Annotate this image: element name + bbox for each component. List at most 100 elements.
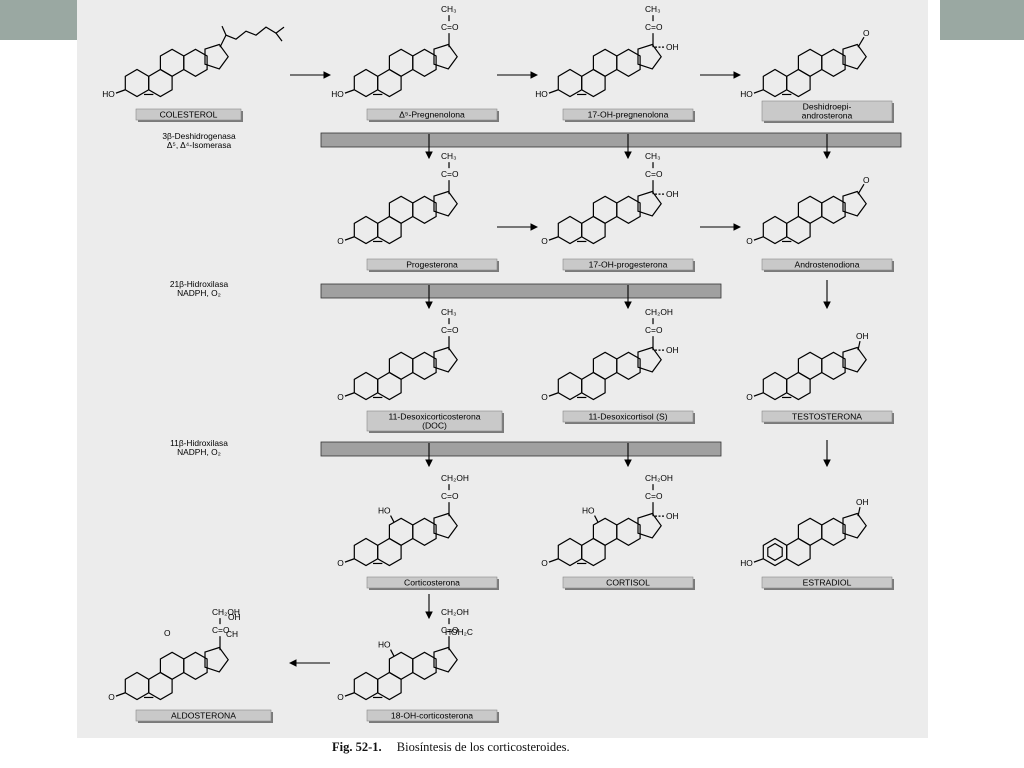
- corner-accent-left: [0, 0, 77, 40]
- carbonyl-label: C=O: [645, 169, 663, 179]
- keto-label: O: [337, 692, 344, 702]
- enzyme-name: 11β-Hidroxilasa: [170, 438, 228, 448]
- hydroxycorticosterone-structure: O C=O CH₂OH HO: [337, 607, 469, 702]
- carbonyl-label: C=O: [212, 625, 230, 635]
- hydroxyl-label: HO: [102, 89, 115, 99]
- aldosterone-bridge-o-label: O: [164, 628, 171, 638]
- carbonyl-label: C=O: [645, 325, 663, 335]
- side-chain-label: CH₂OH: [212, 607, 240, 617]
- carbonyl-label: C=O: [645, 22, 663, 32]
- carbonyl-label: C=O: [441, 625, 459, 635]
- enzyme-cofactor: NADPH, O₂: [177, 447, 221, 457]
- hydroxyl-label: HO: [740, 89, 753, 99]
- compound-name: Progesterona: [406, 260, 458, 270]
- hydroxyl-17-label: OH: [666, 189, 679, 199]
- keto-label: O: [541, 558, 548, 568]
- hydroxyl-11-label: HO: [378, 640, 391, 650]
- hydroxyl-label: HO: [331, 89, 344, 99]
- enzyme-cofactor: NADPH, O₂: [177, 288, 221, 298]
- compound-name-line2: (DOC): [422, 421, 447, 431]
- compound-label: ESTRADIOL: [761, 576, 894, 590]
- side-chain-label: CH₂OH: [441, 607, 469, 617]
- compound-label: TESTOSTERONA: [761, 410, 894, 424]
- compound-name: Deshidroepi-: [803, 102, 852, 112]
- compound-name: ALDOSTERONA: [171, 711, 236, 721]
- pregnenolone-structure: HO C=O CH₃: [331, 4, 459, 99]
- doc-structure: O C=O CH₃: [337, 307, 459, 402]
- progesterone-structure: O C=O CH₃: [337, 151, 459, 246]
- compound-name: 11-Desoxicorticosterona: [388, 412, 480, 422]
- carbonyl-label: C=O: [441, 491, 459, 501]
- compound-name: CORTISOL: [606, 578, 650, 588]
- carbonyl-label: C=O: [441, 325, 459, 335]
- keto-label: O: [541, 392, 548, 402]
- compound-label: Deshidroepi-androsterona: [761, 100, 894, 123]
- compound-label: ALDOSTERONA: [135, 709, 273, 723]
- carbonyl-label: C=O: [441, 169, 459, 179]
- keto-label: O: [108, 692, 115, 702]
- figure-title: Biosíntesis de los corticosteroides.: [396, 740, 570, 754]
- hydroxyl-17-label: OH: [666, 511, 679, 521]
- cholesterol-structure: HO: [102, 25, 285, 99]
- hydroxyprogesterone-structure: O C=O CH₃ OH: [541, 151, 678, 246]
- side-chain-label: CH₃: [441, 307, 457, 317]
- cortisol-structure: O C=O CH₂OH OH HO: [541, 473, 678, 568]
- hydroxyl-label: OH: [856, 497, 869, 507]
- side-chain-label: CH₂OH: [441, 473, 469, 483]
- compound-label: Androstenodiona: [761, 258, 894, 272]
- hydroxyl-11-label: HO: [582, 506, 595, 516]
- side-chain-label: CH₃: [645, 4, 661, 14]
- compound-name: Androstenodiona: [795, 260, 860, 270]
- enzyme-bar-3: [320, 441, 722, 457]
- corner-accent-right: [940, 0, 1024, 40]
- side-chain-label: CH₂OH: [645, 307, 673, 317]
- compound-name: Δ⁵-Pregnenolona: [399, 110, 465, 120]
- side-chain-label: CH₂OH: [645, 473, 673, 483]
- side-chain-label: CH₃: [645, 151, 661, 161]
- hydroxyl-17-label: OH: [666, 42, 679, 52]
- hydroxymethyl-18-label: HOH₂C: [445, 627, 473, 637]
- compound-name: 17-OH-progesterona: [589, 260, 668, 270]
- keto-label: O: [863, 175, 870, 185]
- compound-name: ESTRADIOL: [803, 578, 852, 588]
- hydroxyl-label: OH: [856, 331, 869, 341]
- aldosterone-ch-label: CH: [226, 629, 238, 639]
- side-chain-label: CH₃: [441, 4, 457, 14]
- compound-label: CORTISOL: [562, 576, 695, 590]
- compound-name: Corticosterona: [404, 578, 460, 588]
- side-chain-label: CH₃: [441, 151, 457, 161]
- testosterone-structure: O OH: [746, 331, 868, 402]
- enzyme-name: 3β-Deshidrogenasa: [162, 131, 236, 141]
- compound-name: 18-OH-corticosterona: [391, 711, 473, 721]
- keto-label: O: [337, 236, 344, 246]
- keto-label: O: [863, 28, 870, 38]
- compound-name: COLESTEROL: [160, 110, 218, 120]
- carbonyl-label: C=O: [441, 22, 459, 32]
- compound-name: 11-Desoxicortisol (S): [588, 412, 667, 422]
- compound-label: 11-Desoxicortisol (S): [562, 410, 695, 424]
- androstenedione-structure: OO: [746, 175, 870, 246]
- enzyme-bar-2: [320, 283, 722, 299]
- compound-label: Progesterona: [366, 258, 499, 272]
- figure-caption: Fig. 52-1. Biosíntesis de los corticoste…: [332, 740, 832, 755]
- compound-label: 11-Desoxicorticosterona(DOC): [366, 410, 504, 433]
- compound-name: 17-OH-pregnenolona: [588, 110, 669, 120]
- compound-label: Δ⁵-Pregnenolona: [366, 108, 499, 122]
- compound-label: 17-OH-progesterona: [562, 258, 695, 272]
- keto-label: O: [541, 236, 548, 246]
- enzyme-bar-1: [320, 132, 902, 148]
- aldosterone-structure: O C=O CH₂OH: [108, 607, 240, 702]
- keto-label: O: [746, 392, 753, 402]
- keto-label: O: [337, 392, 344, 402]
- keto-label: O: [337, 558, 344, 568]
- carbonyl-label: C=O: [645, 491, 663, 501]
- aldosterone-oh-label: OH: [228, 612, 241, 622]
